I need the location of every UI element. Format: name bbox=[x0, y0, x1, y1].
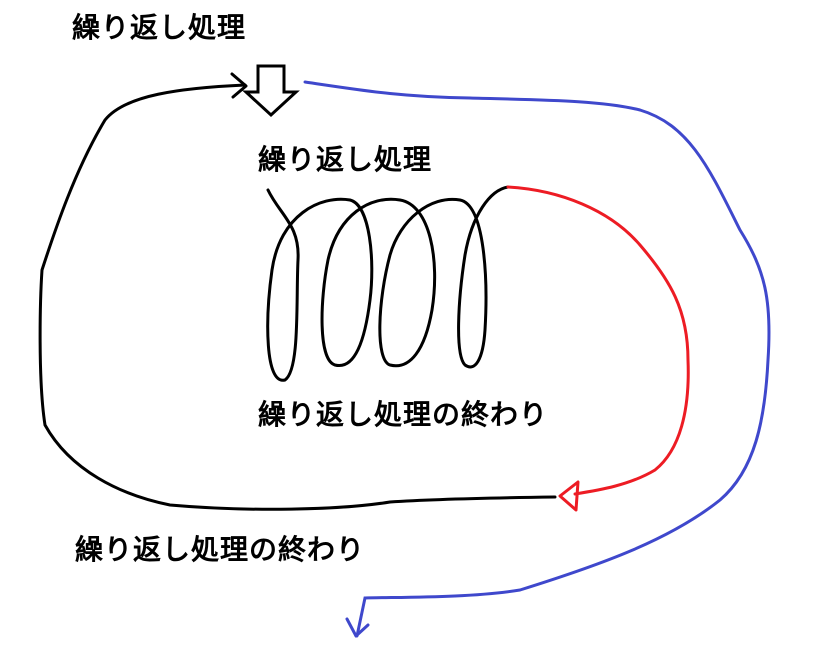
inner-loop-end-label: 繰り返し処理の終わり bbox=[258, 398, 549, 431]
inner-exit-arrowhead-icon bbox=[558, 480, 580, 512]
down-arrow-icon bbox=[242, 64, 300, 118]
inner-loop-start-label: 繰り返し処理 bbox=[258, 143, 433, 176]
outer-loop-end-label: 繰り返し処理の終わり bbox=[75, 533, 366, 566]
outer-exit-line bbox=[303, 80, 771, 638]
outer-exit-arrowhead-icon bbox=[345, 617, 370, 638]
outer-loop-line bbox=[38, 83, 557, 511]
outer-loop-arrowhead-icon bbox=[230, 72, 248, 99]
outer-loop-start-label: 繰り返し処理 bbox=[72, 11, 247, 44]
inner-loop-coil bbox=[266, 185, 510, 382]
inner-exit-line bbox=[506, 185, 690, 496]
